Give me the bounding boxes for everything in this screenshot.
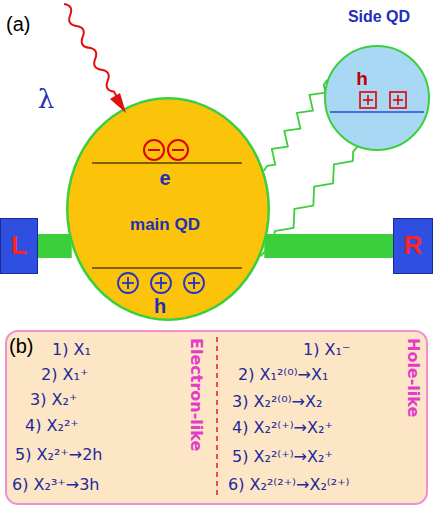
lead-contact: L xyxy=(0,218,38,274)
state-label: 1) X₁ xyxy=(52,340,91,359)
carrier-label: h xyxy=(154,294,166,318)
photon-arrowhead xyxy=(110,93,126,113)
main-quantum-dot-shape xyxy=(67,98,269,320)
level-line xyxy=(92,267,242,268)
electron-symbol xyxy=(144,140,188,160)
panel-letter: (a) xyxy=(6,12,30,36)
wavelength-symbol: λ xyxy=(38,84,54,115)
panel-letter: (b) xyxy=(9,334,33,358)
carrier-label: h xyxy=(356,68,368,91)
main-quantum-dot: e main QD h xyxy=(66,97,270,321)
state-label: 4) X₂²⁽⁺⁾→X₂⁺ xyxy=(232,418,333,437)
lead-contact: R xyxy=(393,218,433,274)
lead-wire xyxy=(38,234,72,258)
lead-wire xyxy=(264,234,393,258)
state-label: 4) X₂²⁺ xyxy=(25,416,79,435)
hole-symbol xyxy=(118,273,204,293)
dot-label: Side QD xyxy=(348,7,410,26)
carrier-label: e xyxy=(159,166,170,190)
state-label: 5) X₂²⁺→2h xyxy=(15,445,102,464)
state-panel: Electron-like Hole-like 1) X₁ 2) X₁⁺ 3) X₂⁺ 4… xyxy=(5,330,428,505)
side-quantum-dot: Side QDh xyxy=(324,45,430,151)
lead-label: R xyxy=(404,230,423,261)
coupling-spring xyxy=(264,80,327,171)
divider-line xyxy=(216,337,218,499)
side-quantum-dot-shape xyxy=(325,46,429,150)
state-label: 2) X₁²⁽⁰⁾→X₁ xyxy=(238,365,328,384)
column-heading: Electron-like xyxy=(187,338,206,451)
coupling-spring xyxy=(260,147,357,256)
state-label: 3) X₂²⁽⁰⁾→X₂ xyxy=(232,392,322,411)
state-label: 3) X₂⁺ xyxy=(30,390,77,409)
level-line xyxy=(330,111,424,113)
main-quantum-dot-outline xyxy=(66,97,270,321)
state-label: 5) X₂²⁽⁺⁾→X₂⁺ xyxy=(232,447,333,466)
column-heading: Hole-like xyxy=(404,338,423,417)
state-label: 1) X₁⁻ xyxy=(303,340,350,359)
lead-label: L xyxy=(11,230,27,261)
photon-wave xyxy=(64,4,117,97)
lead-contact-shape xyxy=(1,219,38,274)
state-label: 6) X₂³⁺→3h xyxy=(12,475,99,494)
state-panel-shape xyxy=(6,331,427,504)
side-quantum-dot-outline xyxy=(324,45,430,151)
lead-contact-shape xyxy=(394,219,433,274)
dot-label: main QD xyxy=(130,215,200,235)
state-label: 6) X₂²⁽²⁺⁾→X₂⁽²⁺⁾ xyxy=(228,475,350,494)
state-label: 2) X₁⁺ xyxy=(41,365,88,384)
hole-symbol xyxy=(360,92,406,108)
level-line xyxy=(92,162,242,163)
